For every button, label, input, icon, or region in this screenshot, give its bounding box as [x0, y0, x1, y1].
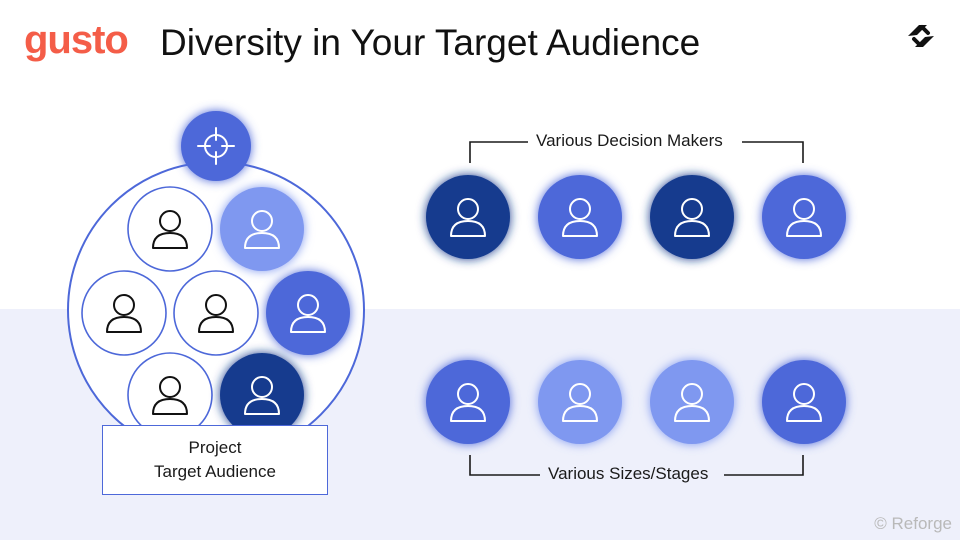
decision-maker-person	[762, 175, 846, 259]
person-icon	[152, 376, 188, 415]
size-stage-person	[426, 360, 510, 444]
audience-member	[81, 270, 167, 356]
decision-makers-bracket	[469, 141, 804, 163]
person-icon	[786, 383, 822, 422]
gusto-logo: gusto	[24, 18, 129, 62]
person-icon	[674, 383, 710, 422]
audience-member	[220, 187, 304, 271]
crosshair-icon	[197, 127, 235, 165]
person-icon	[786, 198, 822, 237]
person-icon	[562, 383, 598, 422]
project-target-audience-box: Project Target Audience	[102, 425, 328, 495]
person-icon	[290, 294, 326, 333]
person-icon	[674, 198, 710, 237]
person-icon	[106, 294, 142, 333]
person-icon	[450, 198, 486, 237]
reforge-watermark: © Reforge	[874, 514, 952, 533]
audience-member	[173, 270, 259, 356]
slide-header: gusto Diversity in Your Target Audience	[0, 0, 960, 90]
audience-member	[220, 353, 304, 437]
person-icon	[152, 210, 188, 249]
decision-maker-person	[426, 175, 510, 259]
person-icon	[450, 383, 486, 422]
sizes-stages-bracket	[469, 455, 804, 476]
size-stage-person	[538, 360, 622, 444]
person-icon	[244, 210, 280, 249]
decision-makers-label: Various Decision Makers	[528, 131, 731, 151]
size-stage-person	[762, 360, 846, 444]
audience-member	[127, 186, 213, 272]
person-icon	[244, 376, 280, 415]
target-node	[181, 111, 251, 181]
decision-maker-person	[650, 175, 734, 259]
project-label-line1: Project	[188, 438, 242, 457]
decision-maker-person	[538, 175, 622, 259]
audience-member	[266, 271, 350, 355]
project-label-line2: Target Audience	[154, 462, 276, 481]
slide-title: Diversity in Your Target Audience	[160, 22, 701, 63]
sizes-stages-label: Various Sizes/Stages	[540, 464, 717, 484]
person-icon	[198, 294, 234, 333]
person-icon	[562, 198, 598, 237]
size-stage-person	[650, 360, 734, 444]
reforge-mark-icon	[908, 25, 934, 47]
